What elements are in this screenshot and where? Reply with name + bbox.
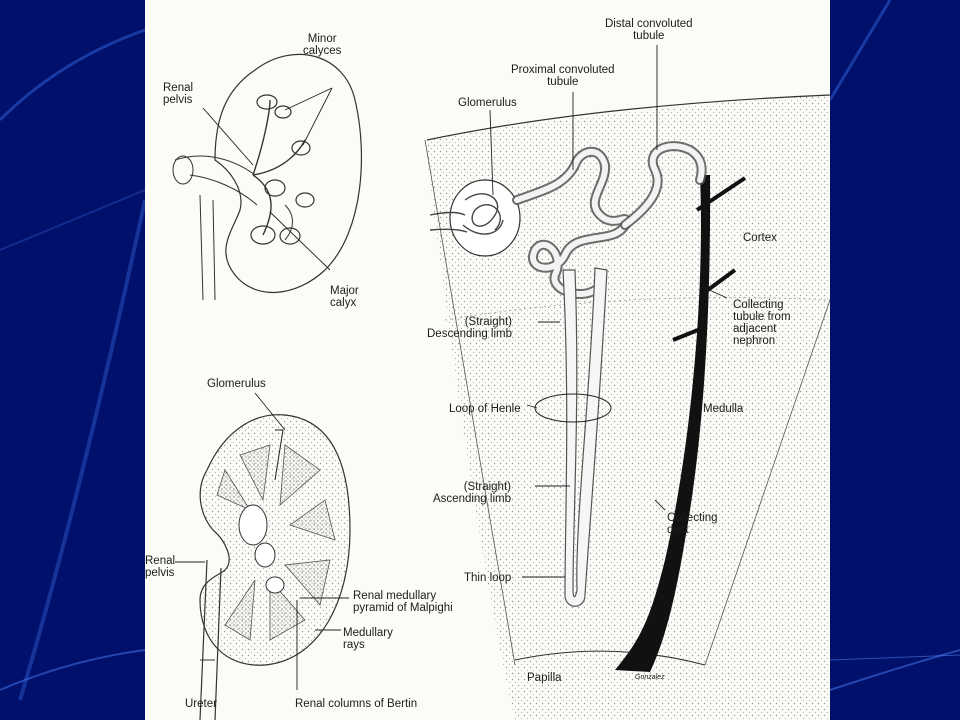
label-minor-calyces: Minor calyces	[303, 33, 341, 57]
label-glomerulus-right: Glomerulus	[458, 97, 517, 109]
label-line: pelvis	[145, 567, 175, 579]
label-ureter: Ureter	[185, 698, 217, 710]
nephron-diagram	[424, 94, 830, 720]
label-line: tubule	[633, 30, 665, 42]
label-renal-pelvis-bottom: Renal pelvis	[145, 555, 175, 579]
label-line: duct	[667, 524, 689, 536]
label-line: tubule	[547, 76, 579, 88]
leader-lines-bottom-left	[175, 392, 349, 690]
label-line: (Straight)	[463, 481, 511, 493]
label-straight-ascending-limb: (Straight) Ascending limb	[433, 481, 511, 505]
label-collecting-duct: Collecting duct	[667, 512, 718, 536]
label-line: pelvis	[163, 94, 193, 106]
label-proximal-convoluted-tubule: Proximal convoluted tubule	[511, 64, 615, 88]
label-line: Minor	[307, 33, 337, 45]
label-line: adjacent	[733, 323, 777, 335]
kidney-nephron-illustration	[172, 45, 830, 720]
label-glomerulus-left: Glomerulus	[207, 378, 266, 390]
label-line: rays	[343, 639, 365, 651]
label-loop-of-henle: Loop of Henle	[449, 403, 521, 415]
label-line: Ascending limb	[433, 493, 511, 505]
label-renal-medullary-pyramid: Renal medullary pyramid of Malpighi	[353, 590, 453, 614]
label-line: Proximal convoluted	[511, 64, 615, 76]
label-line: calyces	[303, 45, 342, 57]
label-major-calyx: Major calyx	[330, 285, 359, 309]
artist-signature: Gonzalez	[635, 674, 665, 681]
label-line: calyx	[330, 297, 357, 309]
leader-lines-right	[489, 45, 728, 578]
label-distal-convoluted-tubule: Distal convoluted tubule	[605, 18, 693, 42]
diagram-page: Minor calyces Renal pelvis Major calyx G…	[145, 0, 830, 720]
label-collecting-tubule: Collecting tubule from adjacent nephron	[733, 299, 791, 347]
label-line: Distal convoluted	[605, 18, 693, 30]
label-papilla: Papilla	[527, 672, 562, 684]
label-line: tubule from	[733, 311, 791, 323]
label-line: pyramid of Malpighi	[353, 602, 453, 614]
label-medulla: Medulla	[703, 403, 744, 415]
label-line: Medullary	[343, 627, 393, 639]
label-cortex: Cortex	[743, 232, 777, 244]
leader-lines-top-left	[202, 87, 333, 271]
label-renal-pelvis-top: Renal pelvis	[163, 82, 193, 106]
label-line: Renal medullary	[353, 590, 437, 602]
label-line: Renal	[163, 82, 194, 94]
label-line: Collecting	[667, 512, 718, 524]
label-line: nephron	[733, 335, 776, 347]
label-thin-loop: Thin loop	[464, 572, 512, 584]
kidney-section-drawing	[199, 414, 351, 720]
label-line: Renal	[145, 555, 176, 567]
label-medullary-rays: Medullary rays	[343, 627, 393, 651]
label-line: Major	[330, 285, 359, 297]
label-line: Descending limb	[427, 328, 513, 340]
kidney-calyces-drawing	[172, 53, 363, 301]
label-renal-columns: Renal columns of Bertin	[295, 698, 418, 710]
label-line: Collecting	[733, 299, 784, 311]
label-line: (Straight)	[464, 316, 513, 328]
label-straight-descending-limb: (Straight) Descending limb	[427, 316, 512, 340]
